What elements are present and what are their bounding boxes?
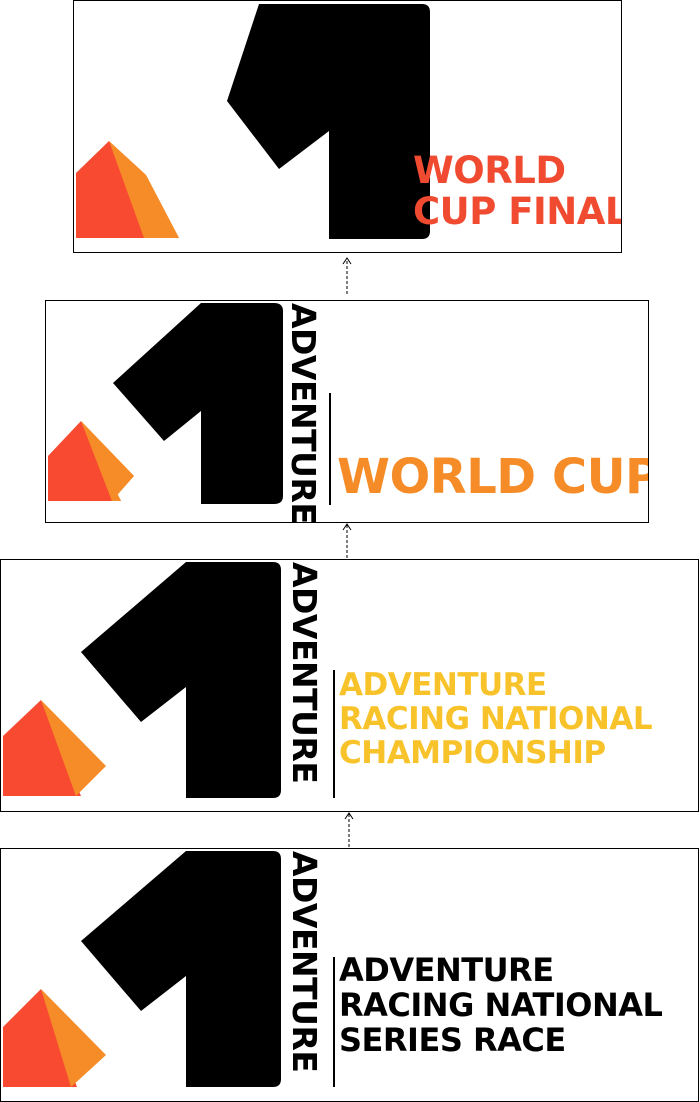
adventure-one-mark-icon (76, 4, 430, 239)
logo-world-cup-final: ADVENTURE WORLD CUP FINAL (73, 0, 622, 253)
adventure-one-mark-icon (48, 303, 283, 504)
tier-title: ADVENTURE RACING NATIONAL CHAMPIONSHIP (339, 667, 653, 772)
adventure-one-mark-icon (3, 851, 281, 1087)
brand-word: ADVENTURE (284, 303, 323, 523)
arrow-up-icon (342, 523, 352, 558)
tier-title: ADVENTURE RACING NATIONAL SERIES RACE (339, 951, 663, 1060)
divider (329, 393, 331, 505)
divider (407, 111, 409, 239)
arrow-up-icon (344, 812, 354, 847)
arrow-up-icon (342, 257, 352, 294)
adventure-one-mark-icon (3, 562, 281, 798)
divider (333, 957, 335, 1087)
logo-national-series-race: ADVENTURE ADVENTURE RACING NATIONAL SERI… (0, 848, 699, 1102)
brand-word: ADVENTURE (350, 4, 389, 226)
brand-word: ADVENTURE (285, 562, 324, 784)
logo-world-cup: ADVENTURE WORLD CUP (45, 300, 649, 523)
divider (333, 670, 335, 798)
tier-title: WORLD CUP FINAL (413, 149, 622, 233)
logo-national-championship: ADVENTURE ADVENTURE RACING NATIONAL CHAM… (0, 559, 699, 812)
tier-title: WORLD CUP (337, 449, 649, 505)
brand-word: ADVENTURE (285, 851, 324, 1073)
